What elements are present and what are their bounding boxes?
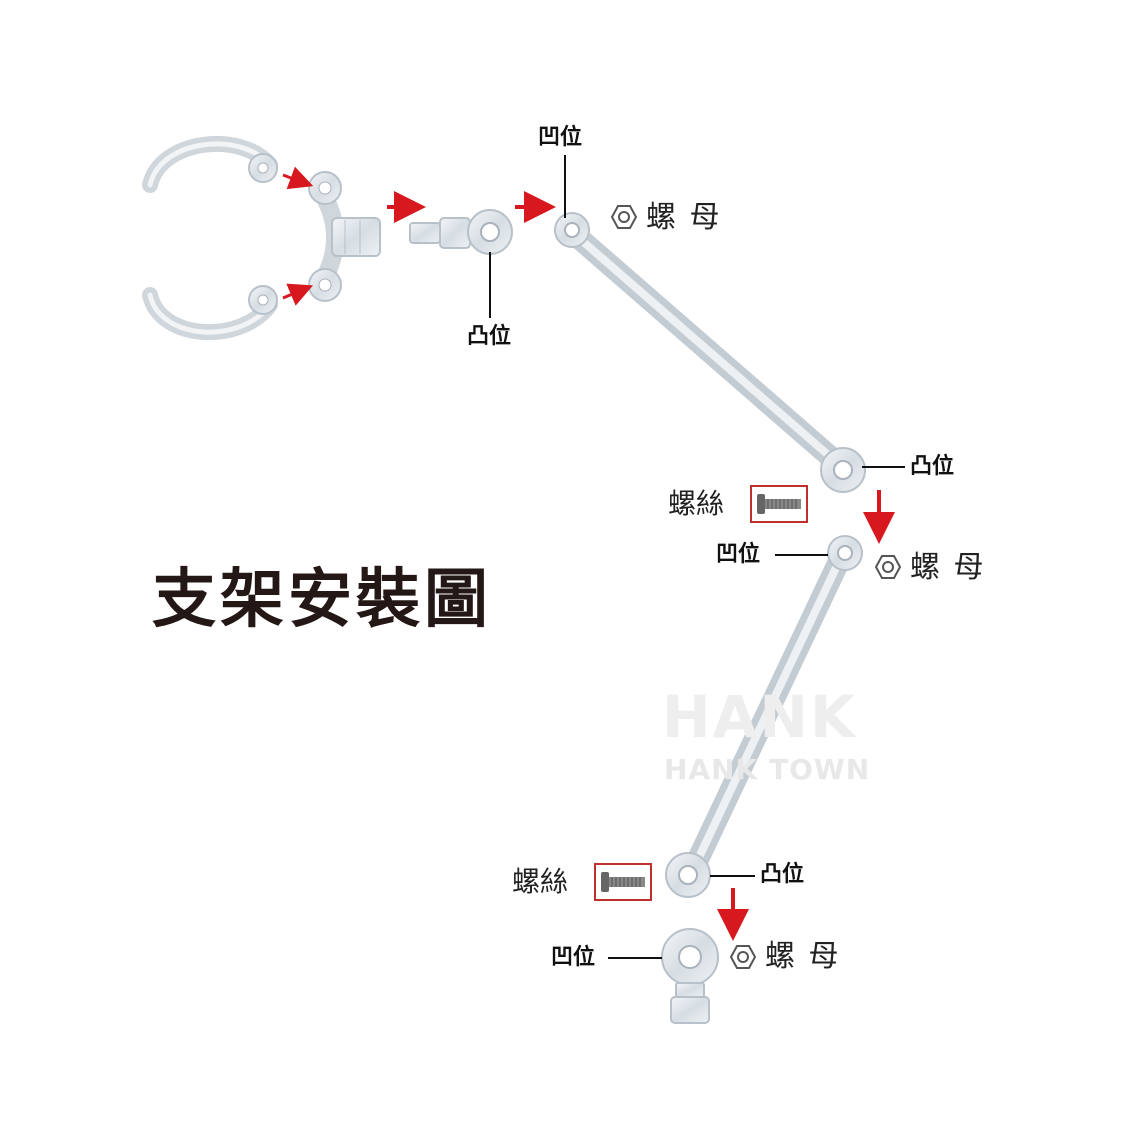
hex-nut-icons (610, 205, 902, 969)
label-nut-3: 螺 母 (765, 939, 841, 974)
watermark-logo: HANK (662, 683, 857, 751)
rod-1 (554, 212, 866, 493)
assembly-arrows (282, 166, 895, 941)
hex-nut-icon (874, 555, 902, 579)
bottom-mount (661, 928, 719, 1024)
leader-lines (489, 155, 905, 959)
label-screw-2: 螺絲 (512, 865, 569, 898)
label-nut-2: 螺 母 (910, 550, 986, 585)
hex-nut-icon (610, 205, 638, 229)
watermark-text: HANK TOWN (664, 753, 871, 786)
label-convex-2: 凸位 (910, 454, 955, 479)
label-concave-3: 凹位 (551, 945, 596, 970)
label-screw-1: 螺絲 (668, 487, 725, 520)
diagram-title: 支架安裝圖 (152, 563, 492, 637)
clamp-upper (142, 136, 278, 193)
y-base-connector (308, 171, 381, 302)
label-concave-1: 凹位 (538, 125, 583, 150)
screw-icon (750, 485, 808, 523)
label-nut-1: 螺 母 (646, 200, 722, 235)
arrow-right-icon (282, 283, 314, 306)
connector-piece (409, 209, 513, 255)
hex-nut-icon (729, 945, 757, 969)
label-convex-3: 凸位 (760, 862, 805, 887)
label-concave-2: 凹位 (716, 542, 761, 567)
label-convex-1: 凸位 (467, 324, 512, 349)
screw-icon (594, 863, 652, 901)
clamp-lower (142, 285, 278, 341)
arrow-right-icon (282, 166, 314, 190)
